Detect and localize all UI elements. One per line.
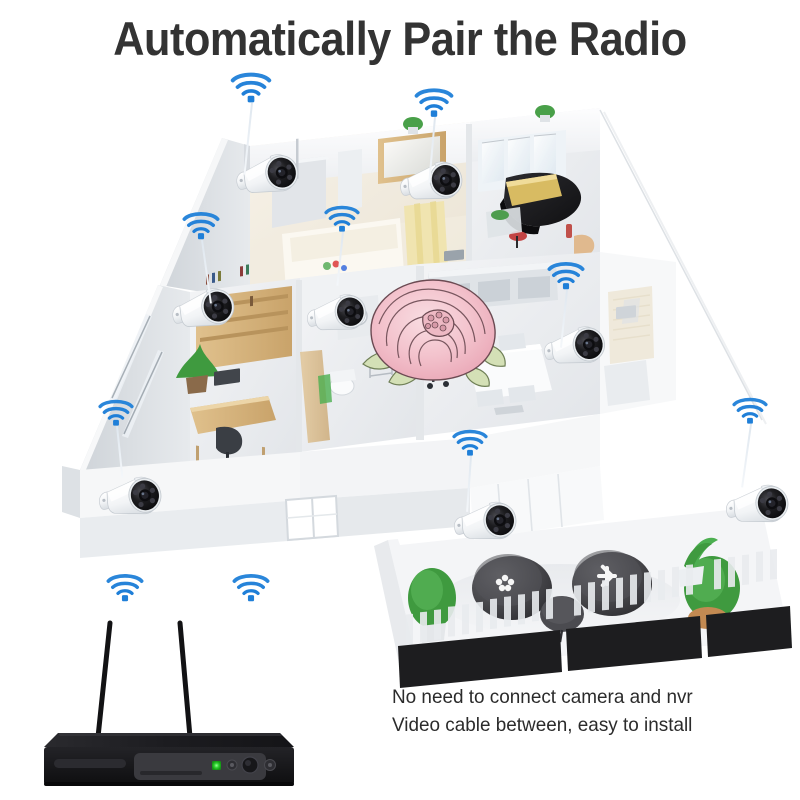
wifi-signal-icon-5 <box>545 256 587 291</box>
wireless-bullet-camera-4[interactable] <box>297 279 382 349</box>
wifi-signal-icon-2 <box>412 82 456 119</box>
nvr-recorder[interactable] <box>22 585 312 790</box>
wireless-bullet-camera-1[interactable] <box>226 137 317 212</box>
wifi-signal-icon-nvr-left <box>104 568 146 603</box>
wifi-signal-icon-8 <box>730 392 770 425</box>
wifi-signal-icon-nvr-right <box>230 568 272 603</box>
wireless-bullet-camera-7[interactable] <box>445 486 534 557</box>
wifi-signal-icon-1 <box>228 66 274 104</box>
wifi-signal-icon-3 <box>180 206 222 241</box>
wifi-signal-icon-7 <box>450 424 490 457</box>
caption-text: No need to connect camera and nvr Video … <box>392 684 761 739</box>
wireless-bullet-camera-8[interactable] <box>717 469 800 540</box>
wireless-bullet-camera-6[interactable] <box>90 461 179 532</box>
wifi-signal-icon-6 <box>96 394 136 427</box>
caption-line-2: Video cable between, easy to install <box>392 713 693 736</box>
caption-line-1: No need to connect camera and nvr <box>392 686 693 708</box>
wifi-signal-icon-4 <box>322 200 362 233</box>
wireless-bullet-camera-2[interactable] <box>390 145 480 218</box>
rose-watermark-icon <box>353 272 513 402</box>
page-title: Automatically Pair the Radio <box>113 12 687 65</box>
